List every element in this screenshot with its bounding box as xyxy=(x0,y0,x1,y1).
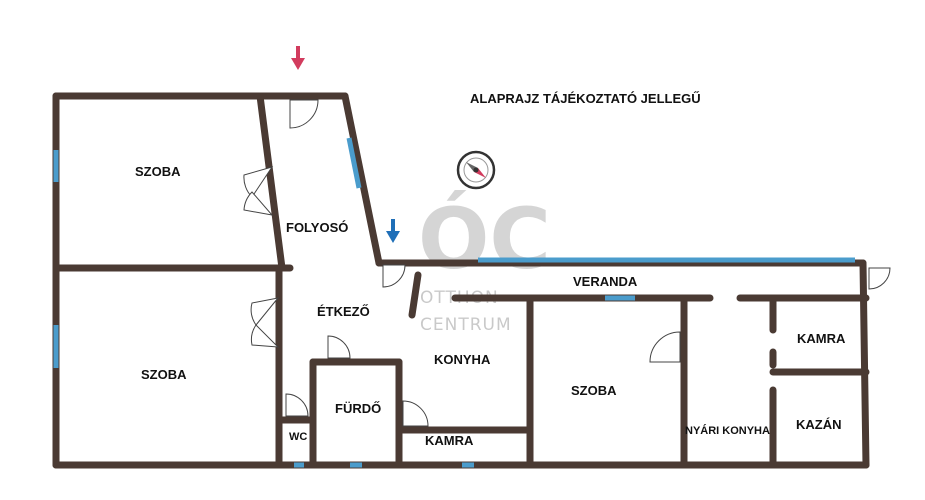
room-label-furdo: FÜRDŐ xyxy=(335,401,381,416)
watermark-logo: ÓC xyxy=(418,190,551,288)
room-label-konyha: KONYHA xyxy=(434,352,491,367)
watermark-line2: CENTRUM xyxy=(420,315,512,335)
watermark: ÓC OTTHON CENTRUM xyxy=(418,190,551,335)
room-label-kamra-right: KAMRA xyxy=(797,331,846,346)
room-label-wc: WC xyxy=(289,431,307,443)
room-label-etkezo: ÉTKEZŐ xyxy=(317,304,370,319)
room-label-kazan: KAZÁN xyxy=(796,417,842,432)
entry-arrow-icon xyxy=(386,219,400,243)
room-label-kamra-bottom: KAMRA xyxy=(425,433,474,448)
windows xyxy=(53,137,855,468)
room-label-nyari-konyha: NYÁRI KONYHA xyxy=(685,424,770,437)
room-label-szoba-top: SZOBA xyxy=(135,164,181,179)
room-label-veranda: VERANDA xyxy=(573,274,638,289)
plan-title: ALAPRAJZ TÁJÉKOZTATÓ JELLEGŰ xyxy=(470,91,701,106)
room-label-szoba-bottom: SZOBA xyxy=(141,367,187,382)
room-label-folyoso: FOLYOSÓ xyxy=(286,220,348,235)
doors xyxy=(243,99,891,427)
room-labels: SZOBA FOLYOSÓ VERANDA ÉTKEZŐ KAMRA KONYH… xyxy=(135,164,846,448)
entrance-arrow-icon xyxy=(291,46,305,70)
room-label-szoba-right: SZOBA xyxy=(571,383,617,398)
compass-icon xyxy=(456,150,496,190)
